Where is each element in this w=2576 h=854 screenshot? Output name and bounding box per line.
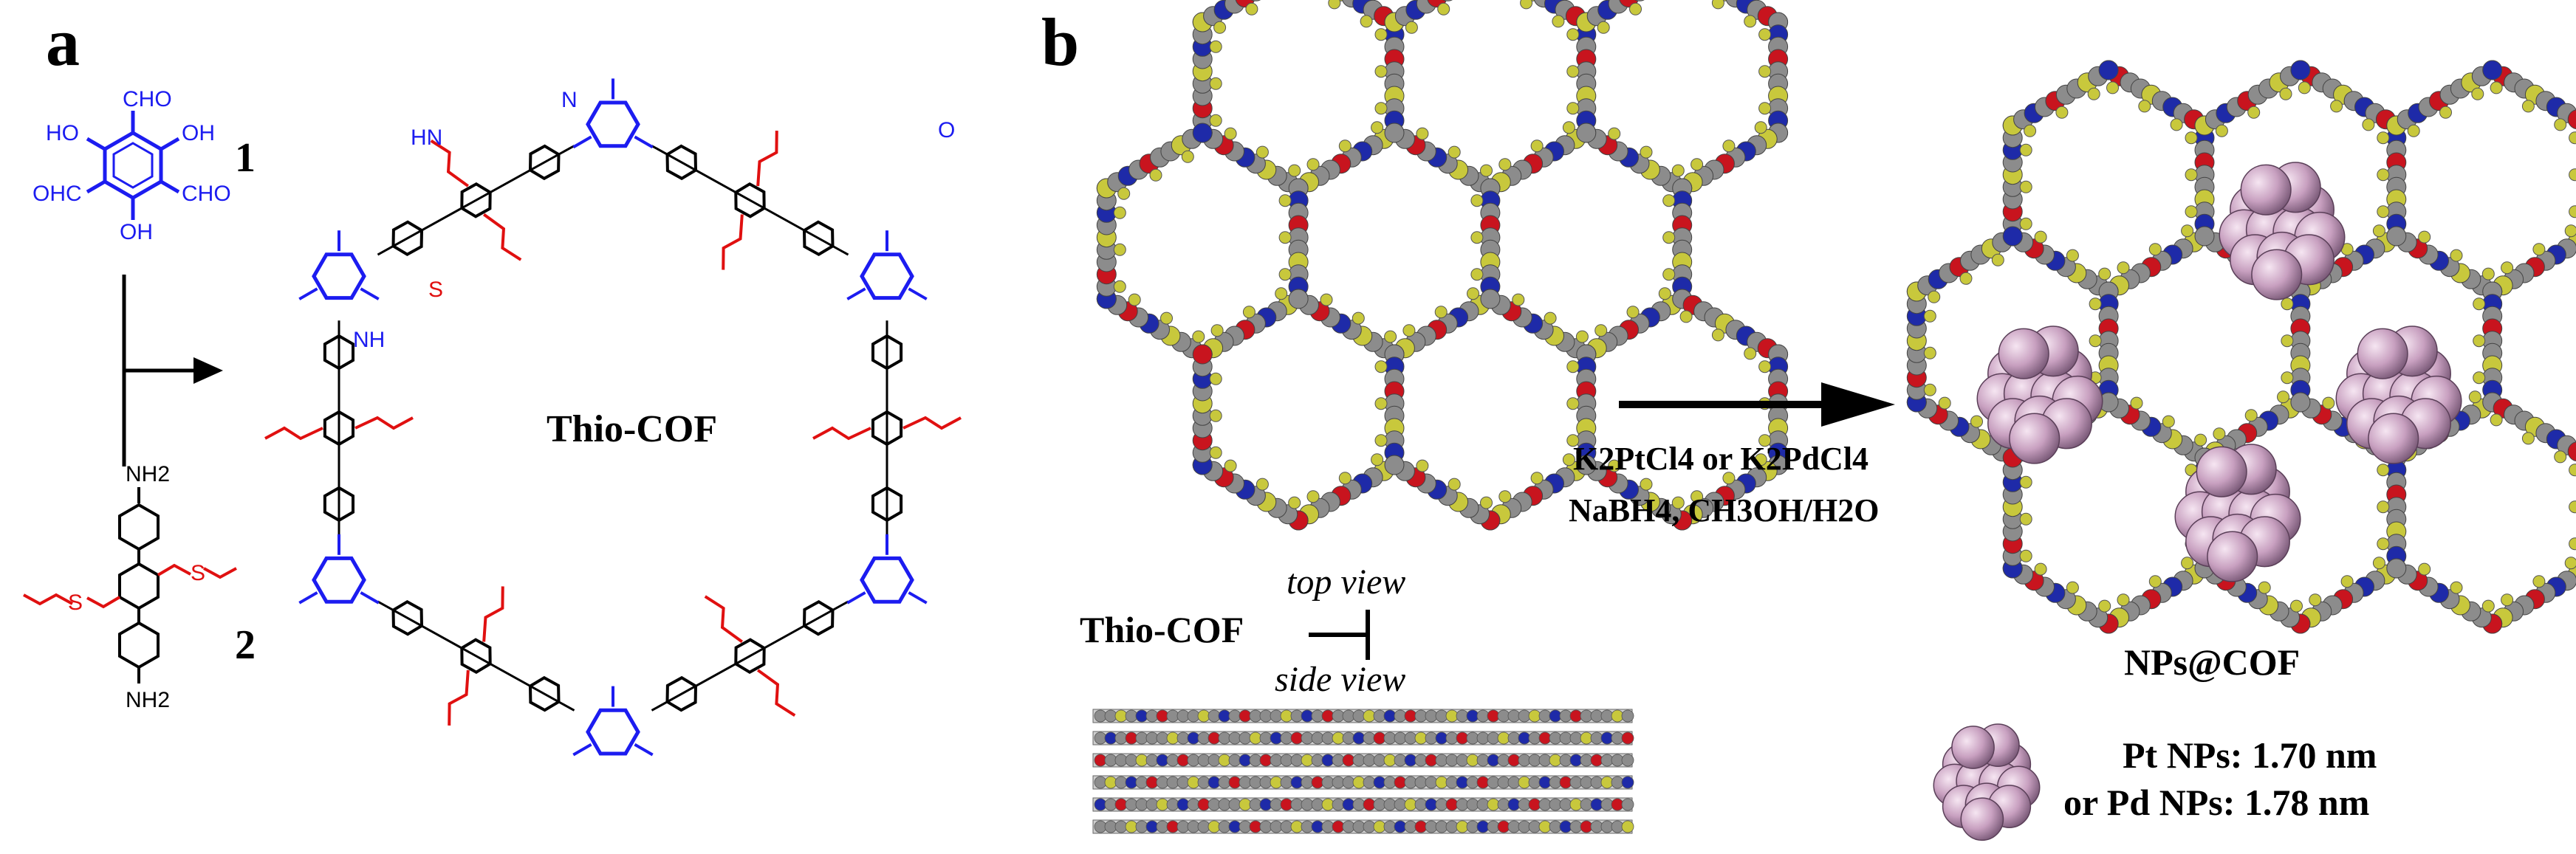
- nanoparticle-legend-icon: [1933, 723, 2041, 841]
- m2-nh2-bottom: NH2: [126, 688, 170, 712]
- m2-nh2-top: NH2: [126, 462, 170, 486]
- legend-pt-size: Pt NPs: 1.70 nm: [2123, 734, 2377, 776]
- nps-at-cof-label: NPs@COF: [2124, 641, 2300, 683]
- ring-n-label: N: [561, 88, 578, 112]
- cof-side-view-stack: [1092, 709, 1634, 834]
- loading-arrow: [1619, 382, 1895, 427]
- m2-sulfur-right: S: [191, 561, 205, 585]
- thio-cof-center-label: Thio-COF: [547, 408, 717, 450]
- thio-cof-panel-b-label: Thio-COF: [1080, 609, 1244, 650]
- m1-cho-right: CHO: [182, 182, 231, 206]
- m1-oh-left: HO: [46, 121, 79, 145]
- panel-b-label: b: [1041, 4, 1079, 80]
- panel-a-label: a: [46, 4, 80, 80]
- m1-oh-right: OH: [182, 121, 215, 145]
- m2-sulfur-left: S: [68, 590, 83, 615]
- reagents-line-1: K2PtCl4 or K2PdCl4: [1573, 441, 1868, 477]
- view-bracket: [1309, 610, 1370, 660]
- m1-cho-left: OHC: [32, 182, 82, 206]
- m1-oh-bottom: OH: [120, 220, 153, 244]
- ring-s-label: S: [428, 278, 443, 302]
- ring-o-label: O: [938, 118, 955, 142]
- monomer-1-structure: CHO HO OH OHC CHO OH: [32, 87, 231, 244]
- ring-nh-label: NH: [353, 328, 385, 352]
- legend-pd-size: or Pd NPs: 1.78 nm: [2063, 782, 2369, 823]
- side-view-label: side view: [1275, 660, 1405, 699]
- nanoparticle-clusters: [1976, 162, 2462, 582]
- m1-cho-top: CHO: [123, 87, 172, 111]
- nps-at-cof-framework: [1906, 60, 2576, 634]
- monomer-2-number: 2: [235, 622, 256, 668]
- condensation-arrow: [122, 275, 223, 466]
- monomer-2-structure: [23, 487, 237, 683]
- reagents-line-2: NaBH4, CH3OH/H2O: [1569, 492, 1879, 528]
- monomer-1-number: 1: [235, 135, 256, 181]
- thio-cof-hexagon: [264, 78, 962, 757]
- ring-hn-label: HN: [411, 125, 442, 150]
- top-view-label: top view: [1287, 562, 1405, 602]
